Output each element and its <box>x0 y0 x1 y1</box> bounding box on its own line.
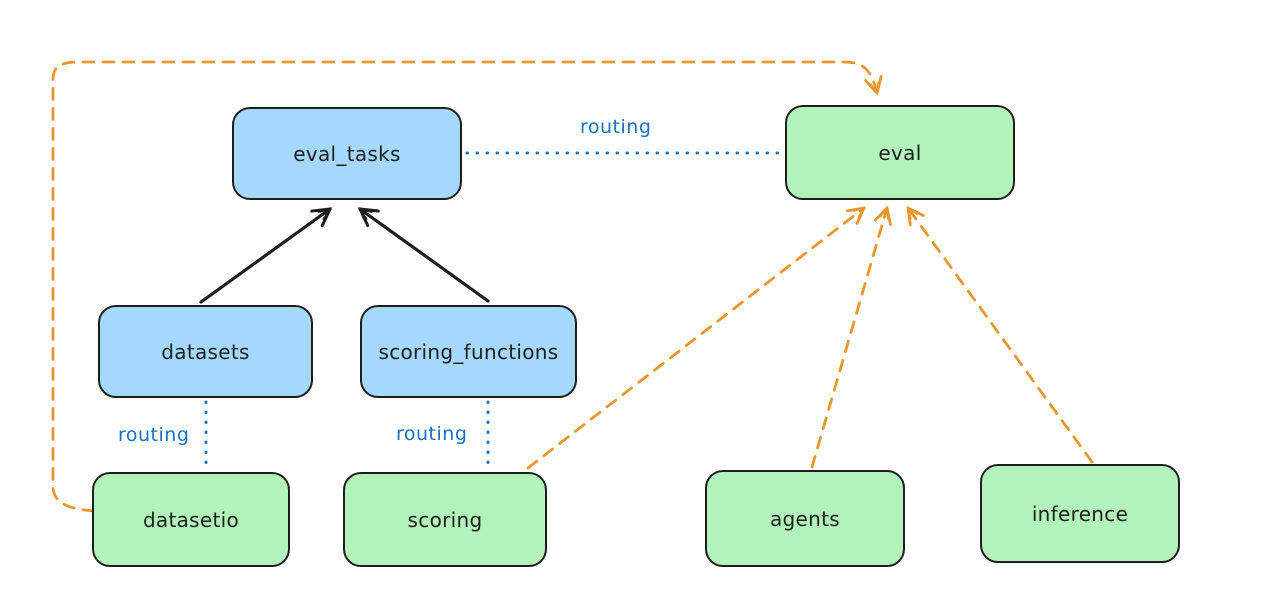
node-scoring: scoring <box>343 472 547 567</box>
node-eval: eval <box>785 105 1015 200</box>
edge-agents-to-eval <box>810 205 892 469</box>
node-eval-tasks: eval_tasks <box>232 107 462 200</box>
edge-label-routing-eval-tasks-eval: routing <box>580 116 652 138</box>
node-agents: agents <box>705 470 905 567</box>
edge-scoring-functions-to-eval-tasks <box>357 207 490 303</box>
edge-label-routing-scoring-functions-scoring: routing <box>396 423 468 445</box>
edge-datasets-to-eval-tasks <box>199 207 333 304</box>
edge-label-routing-datasets-datasetio: routing <box>118 424 190 446</box>
node-datasetio: datasetio <box>92 472 290 567</box>
edge-datasetio-to-eval <box>51 60 883 513</box>
node-inference: inference <box>980 464 1180 563</box>
edge-scoring-to-eval <box>526 206 867 470</box>
node-scoring-functions: scoring_functions <box>360 305 577 398</box>
node-datasets: datasets <box>98 305 313 398</box>
edge-inference-to-eval <box>906 205 1094 464</box>
